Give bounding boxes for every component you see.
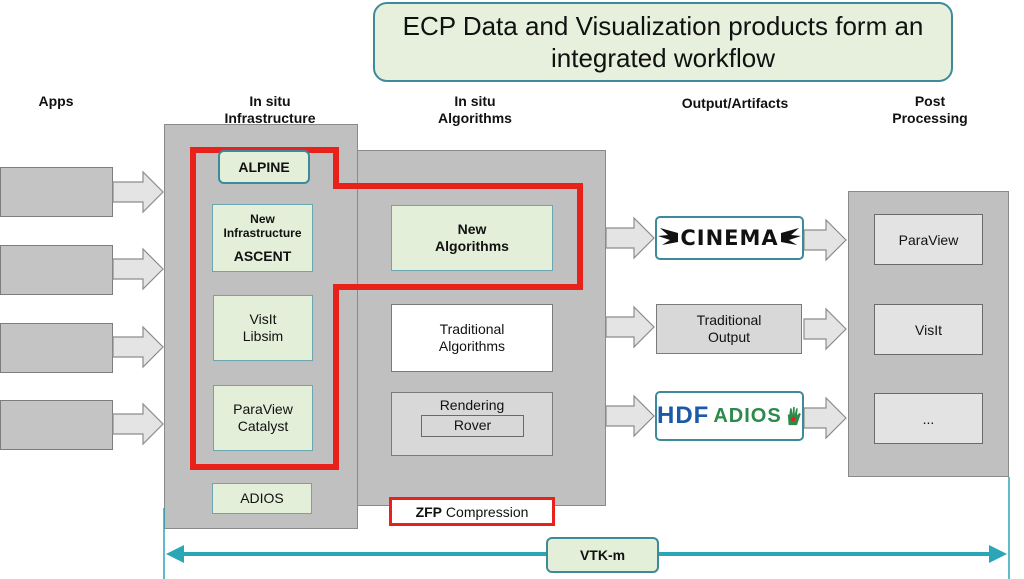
adios-output-label: ADIOS — [713, 404, 782, 427]
vtk-m-label: VTK-m — [546, 537, 659, 573]
visit-libsim-label: VisIt Libsim — [242, 311, 284, 344]
post-item: VisIt — [874, 304, 983, 355]
adios-infra-label: ADIOS — [240, 490, 284, 506]
ascent-label: ASCENT — [233, 247, 292, 264]
rover-label: Rover — [421, 415, 524, 437]
compression-label: Compression — [442, 503, 529, 520]
header-output-artifacts: Output/Artifacts — [681, 95, 789, 111]
hdf-label: HDF — [657, 402, 710, 429]
rendering-label: Rendering — [439, 397, 505, 413]
post-item: ... — [874, 393, 983, 444]
zfp-label: ZFP — [415, 503, 443, 520]
app-box — [0, 400, 113, 450]
new-infrastructure-label: New Infrastructure — [223, 211, 302, 240]
ascent-box: New Infrastructure ASCENT — [212, 204, 313, 272]
traditional-algorithms-label: Traditional Algorithms — [438, 321, 506, 354]
paraview-catalyst-label: ParaView Catalyst — [233, 401, 293, 434]
rendering-box: Rendering Rover — [391, 392, 553, 456]
hdf-adios-logo: HDF ADIOS — [655, 391, 804, 441]
new-algorithms-box: New Algorithms — [391, 205, 553, 271]
header-post-processing: Post Processing — [892, 93, 968, 126]
post-item: ParaView — [874, 214, 983, 265]
traditional-output-label: Traditional Output — [696, 312, 762, 345]
zfp-compression-box: ZFP Compression — [389, 497, 555, 526]
header-in-situ-algorithms: In situ Algorithms — [438, 93, 512, 126]
hand-icon — [787, 406, 801, 426]
header-in-situ-infrastructure: In situ Infrastructure — [224, 93, 316, 126]
visit-libsim-box: VisIt Libsim — [213, 295, 313, 361]
header-apps: Apps — [38, 93, 74, 109]
traditional-algorithms-box: Traditional Algorithms — [391, 304, 553, 372]
wing-icon — [780, 228, 801, 245]
app-box — [0, 167, 113, 217]
cinema-logo: CINEMA — [655, 216, 804, 260]
traditional-output-box: Traditional Output — [656, 304, 802, 354]
paraview-catalyst-box: ParaView Catalyst — [213, 385, 313, 451]
wing-icon — [658, 228, 679, 245]
app-box — [0, 323, 113, 373]
app-box — [0, 245, 113, 295]
diagram-title: ECP Data and Visualization products form… — [373, 2, 953, 82]
adios-infra-box: ADIOS — [212, 483, 312, 514]
new-algorithms-label: New Algorithms — [435, 221, 509, 254]
alpine-label: ALPINE — [218, 150, 310, 184]
cinema-label: CINEMA — [680, 226, 779, 250]
